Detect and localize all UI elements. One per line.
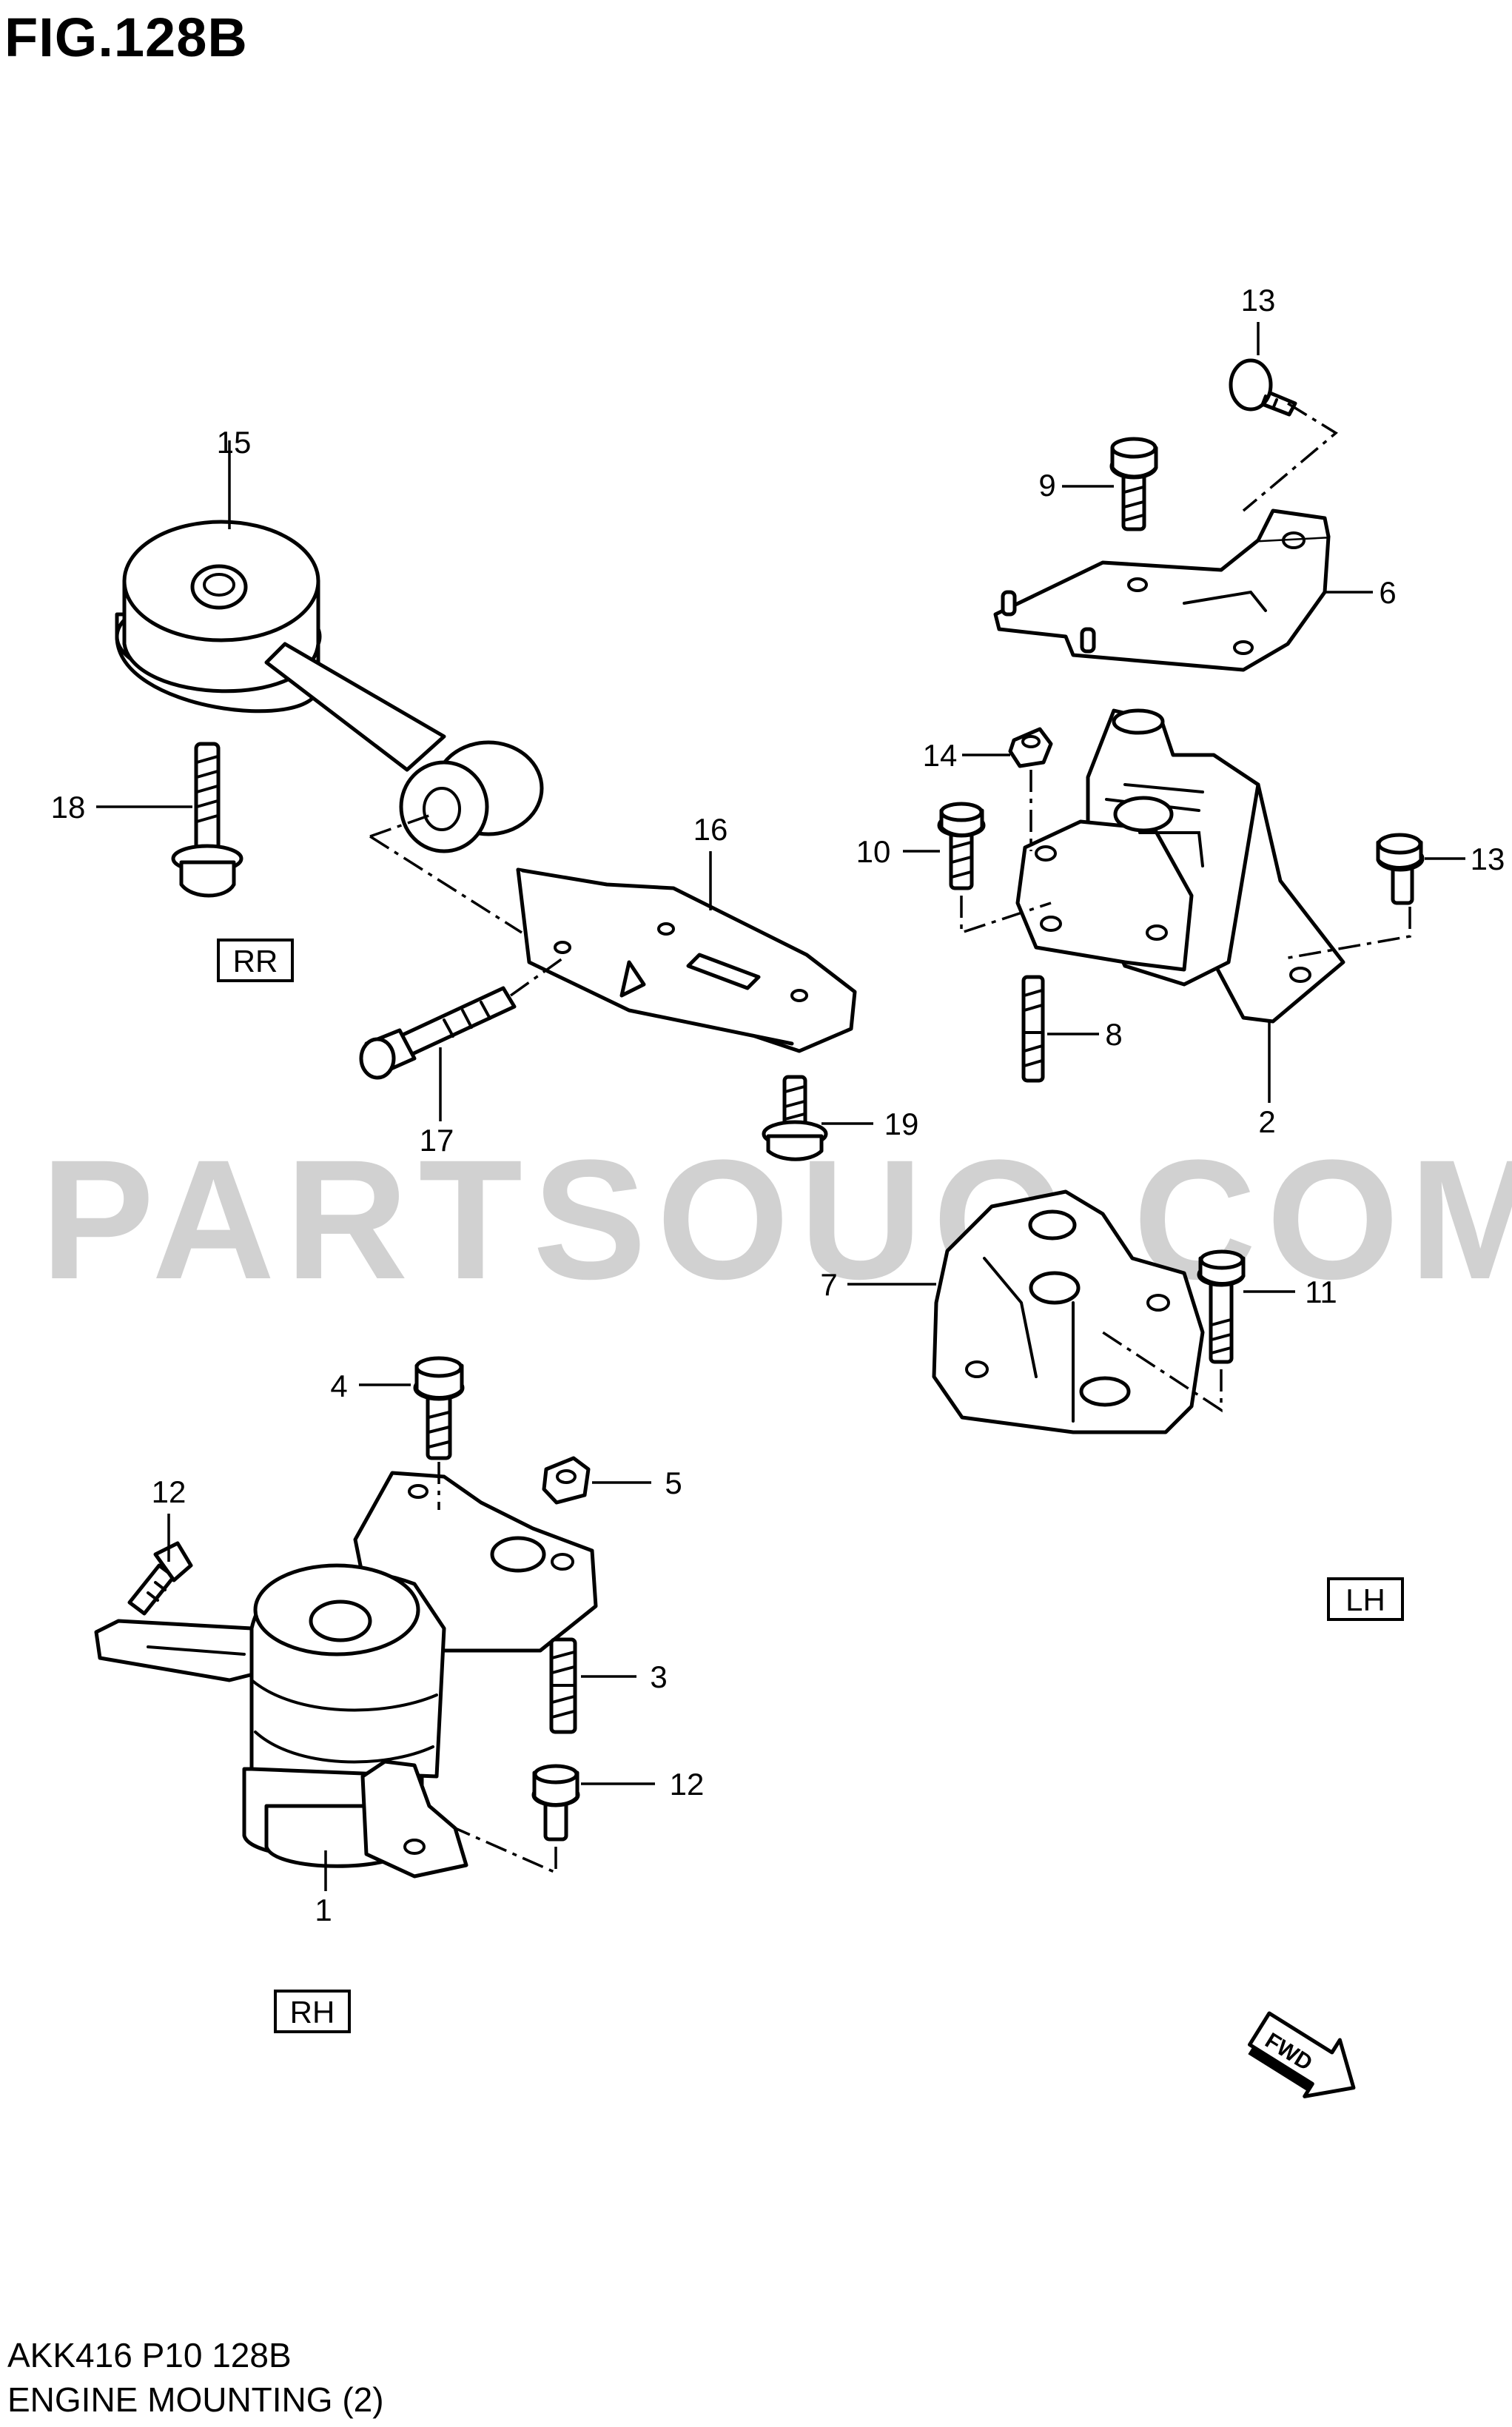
callout-4: 4 bbox=[330, 1369, 347, 1403]
figure-title: FIG.128B bbox=[4, 7, 248, 68]
part-4-bolt bbox=[413, 1356, 465, 1460]
callout-12-left: 12 bbox=[152, 1474, 187, 1509]
svg-text:RR: RR bbox=[233, 944, 278, 978]
callout-2: 2 bbox=[1258, 1104, 1275, 1139]
part-18-bolt bbox=[171, 742, 243, 898]
part-3-stud bbox=[549, 1637, 577, 1734]
callout-7: 7 bbox=[820, 1267, 837, 1302]
callout-11: 11 bbox=[1305, 1275, 1337, 1309]
part-2-lh-engine-mount bbox=[1015, 708, 1345, 1024]
svg-text:RH: RH bbox=[290, 1995, 335, 2030]
part-5-nut bbox=[542, 1456, 591, 1505]
callout-10: 10 bbox=[856, 834, 891, 869]
callout-13-right: 13 bbox=[1471, 842, 1505, 876]
callout-16: 16 bbox=[693, 812, 728, 847]
part-12-bolt-right bbox=[531, 1764, 580, 1842]
part-19-bolt bbox=[762, 1075, 828, 1161]
footer-name: ENGINE MOUNTING (2) bbox=[7, 2380, 384, 2419]
callout-14: 14 bbox=[923, 738, 958, 773]
part-16-rear-bracket bbox=[516, 867, 857, 1053]
callout-3: 3 bbox=[650, 1659, 667, 1694]
callout-19: 19 bbox=[884, 1107, 919, 1141]
callout-13-top: 13 bbox=[1241, 283, 1276, 318]
callout-6: 6 bbox=[1379, 575, 1396, 610]
part-10-bolt bbox=[937, 802, 986, 890]
part-17-bolt bbox=[359, 986, 517, 1080]
part-13-bolt-right bbox=[1376, 833, 1425, 905]
callout-8: 8 bbox=[1105, 1017, 1122, 1052]
fwd-arrow-icon: FWD bbox=[1248, 2011, 1356, 2098]
part-13-bolt-top bbox=[1229, 358, 1297, 417]
part-1-rh-engine-mount bbox=[94, 1471, 598, 1879]
section-box-rr: RR bbox=[217, 939, 294, 982]
part-12-bolt-left bbox=[127, 1541, 193, 1616]
part-14-nut bbox=[1008, 727, 1053, 768]
part-6-lh-bracket bbox=[993, 508, 1331, 672]
part-15-rear-torque-rod bbox=[115, 520, 544, 853]
part-7-lh-bracket bbox=[932, 1189, 1205, 1434]
callout-9: 9 bbox=[1038, 468, 1055, 503]
callout-5: 5 bbox=[665, 1466, 682, 1500]
callout-17: 17 bbox=[420, 1123, 454, 1158]
callout-1: 1 bbox=[315, 1893, 332, 1927]
part-11-bolt bbox=[1197, 1249, 1246, 1364]
footer-code: AKK416 P10 128B bbox=[7, 2336, 292, 2374]
section-box-lh: LH bbox=[1327, 1577, 1404, 1621]
part-9-bolt bbox=[1109, 437, 1158, 531]
callout-12-right: 12 bbox=[670, 1767, 705, 1802]
callout-18: 18 bbox=[51, 790, 86, 825]
svg-text:LH: LH bbox=[1345, 1582, 1385, 1617]
part-8-stud bbox=[1021, 975, 1045, 1083]
section-box-rh: RH bbox=[274, 1990, 351, 2033]
callout-15: 15 bbox=[217, 425, 252, 460]
